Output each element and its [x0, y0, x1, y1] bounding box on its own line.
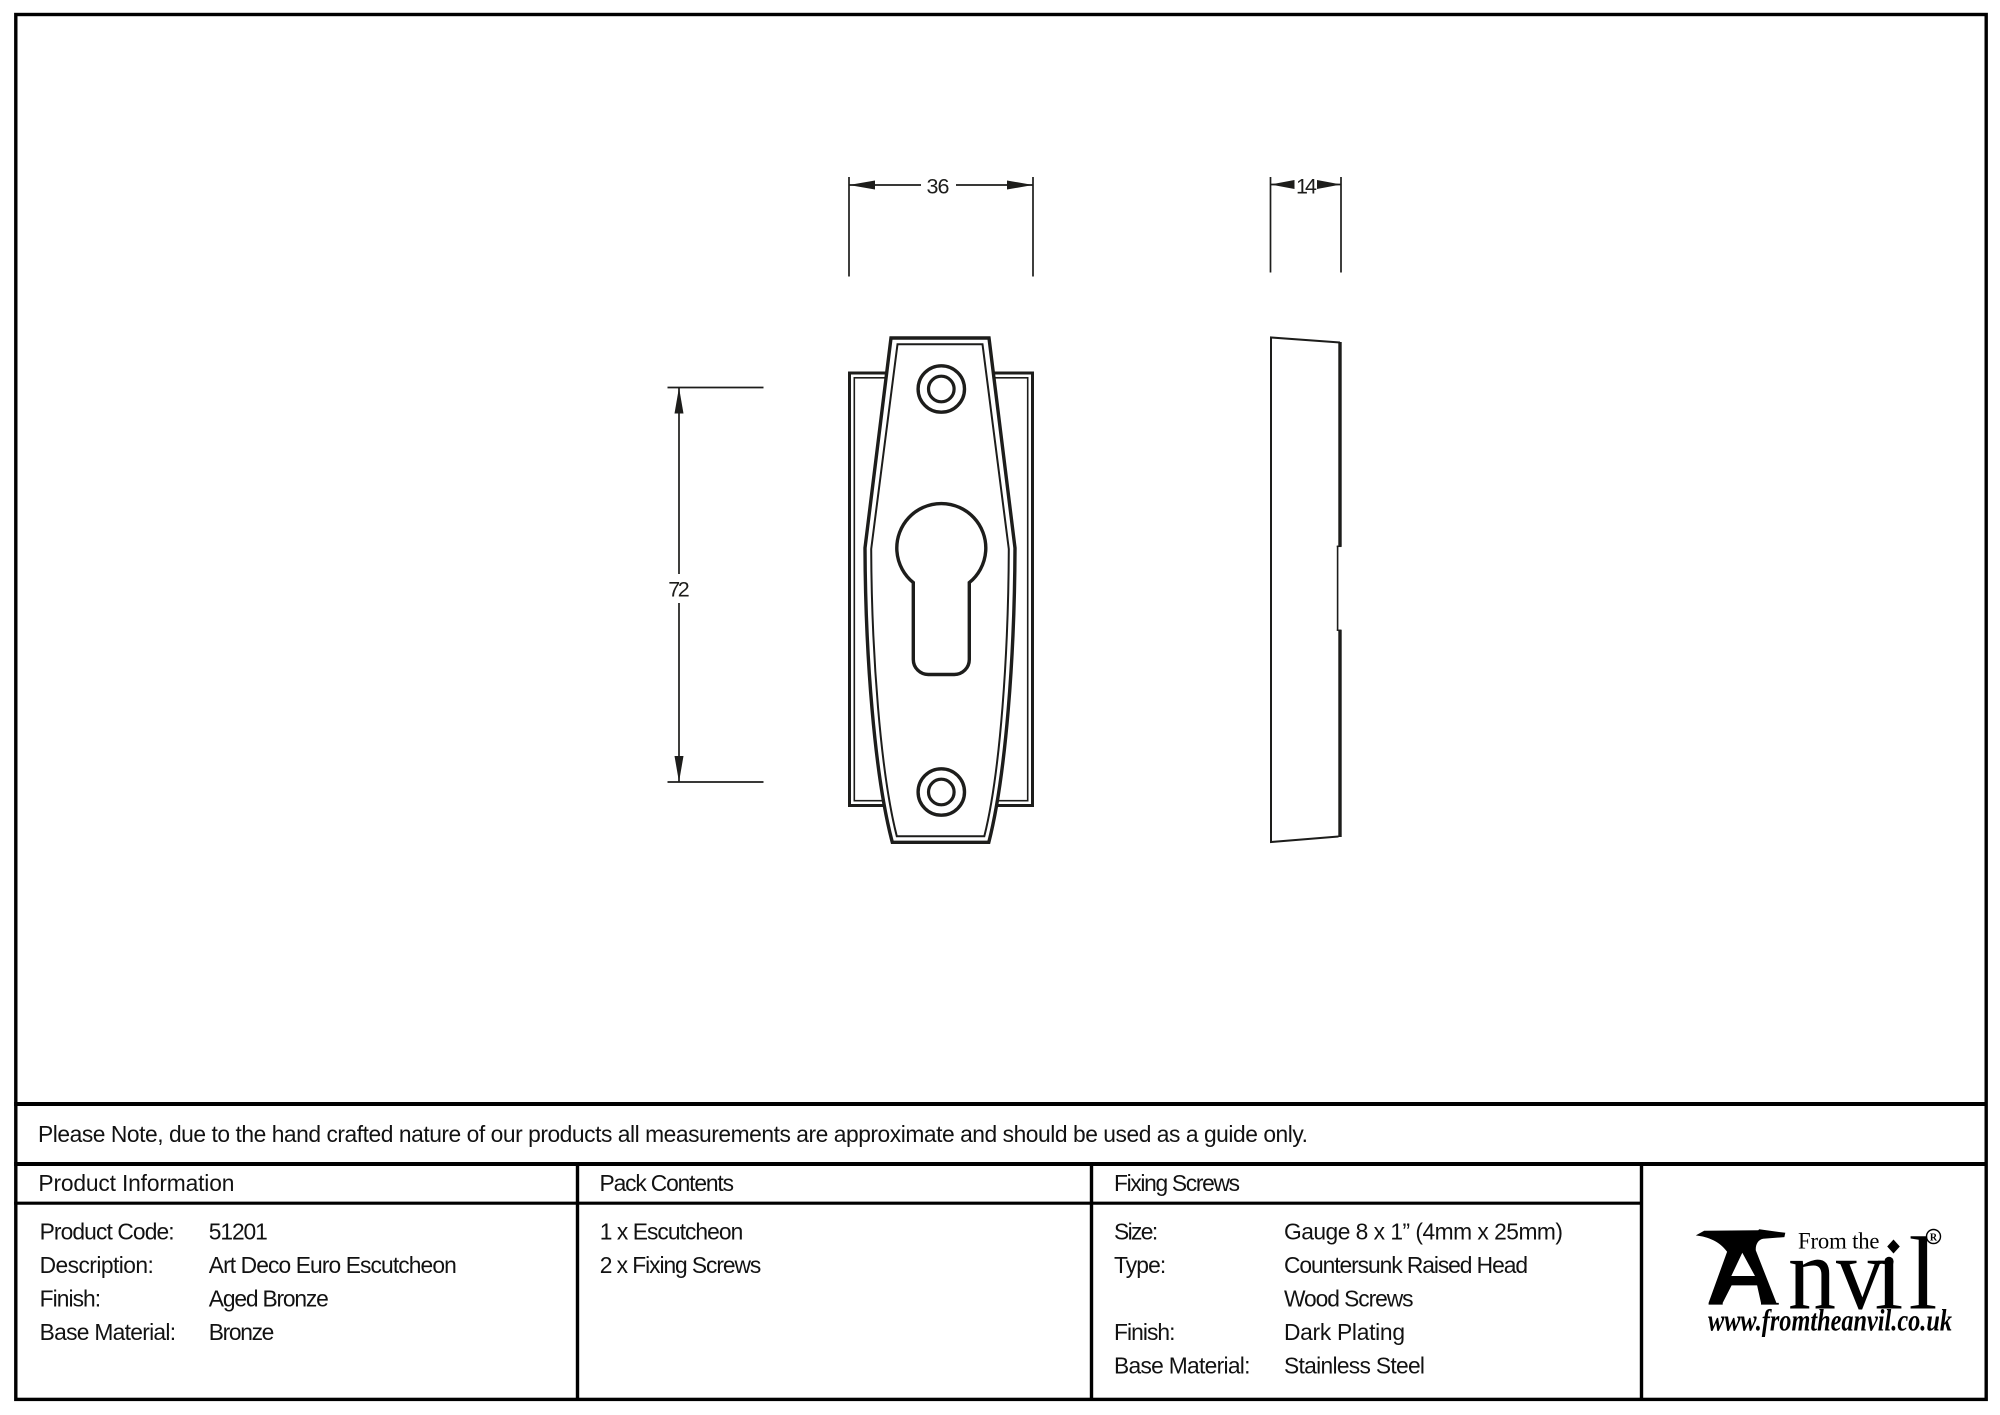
svg-text:Base Material:: Base Material:	[40, 1319, 177, 1345]
svg-text:R: R	[1930, 1232, 1938, 1243]
svg-text:l: l	[1909, 1216, 1938, 1331]
svg-text:Base Material:: Base Material:	[1114, 1352, 1251, 1378]
svg-text:www.fromtheanvil.co.uk: www.fromtheanvil.co.uk	[1708, 1303, 1952, 1338]
svg-text:Product Code:: Product Code:	[40, 1219, 175, 1245]
svg-text:36: 36	[927, 175, 950, 199]
svg-text:51201: 51201	[209, 1219, 268, 1245]
svg-text:nv: nv	[1788, 1216, 1884, 1331]
svg-text:Type:: Type:	[1114, 1252, 1166, 1278]
svg-text:Finish:: Finish:	[1114, 1319, 1176, 1345]
svg-text:Fixing Screws: Fixing Screws	[1114, 1170, 1240, 1196]
svg-text:Art Deco Euro Escutcheon: Art Deco Euro Escutcheon	[209, 1252, 457, 1278]
svg-text:Pack Contents: Pack Contents	[600, 1170, 735, 1196]
svg-text:72: 72	[668, 578, 690, 602]
svg-text:Size:: Size:	[1114, 1219, 1158, 1245]
svg-text:From the: From the	[1798, 1228, 1880, 1253]
svg-text:Wood Screws: Wood Screws	[1284, 1286, 1414, 1312]
svg-text:Description:: Description:	[40, 1252, 154, 1278]
svg-text:Please Note, due to the hand c: Please Note, due to the hand crafted nat…	[38, 1121, 1308, 1147]
svg-text:ı: ı	[1875, 1216, 1904, 1331]
svg-text:2 x Fixing Screws: 2 x Fixing Screws	[600, 1252, 762, 1278]
svg-text:Gauge 8 x 1” (4mm x 25mm): Gauge 8 x 1” (4mm x 25mm)	[1284, 1219, 1563, 1245]
svg-text:Aged Bronze: Aged Bronze	[209, 1286, 329, 1312]
svg-text:Product Information: Product Information	[38, 1170, 234, 1196]
svg-text:Countersunk Raised Head: Countersunk Raised Head	[1284, 1252, 1528, 1278]
svg-text:Finish:: Finish:	[40, 1286, 102, 1312]
svg-text:14: 14	[1296, 175, 1317, 199]
svg-text:Stainless Steel: Stainless Steel	[1284, 1352, 1425, 1378]
svg-text:1 x Escutcheon: 1 x Escutcheon	[600, 1219, 744, 1245]
svg-text:Dark Plating: Dark Plating	[1284, 1319, 1405, 1345]
svg-text:Bronze: Bronze	[209, 1319, 274, 1345]
